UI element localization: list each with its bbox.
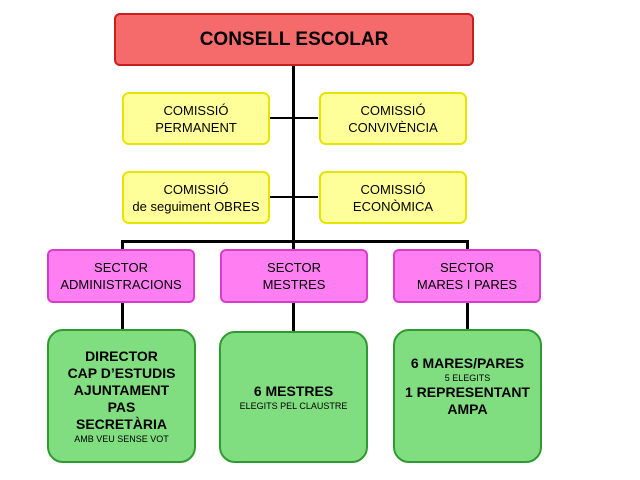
members-note: AMB VEU SENSE VOT xyxy=(74,433,169,444)
members-administracions: DIRECTOR CAP D’ESTUDIS AJUNTAMENT PAS SE… xyxy=(47,329,196,463)
members-mares-pares: 6 MARES/PARES 5 ELEGITS 1 REPRESENTANT A… xyxy=(393,329,542,463)
commission-obres: COMISSIÓ de seguiment OBRES xyxy=(122,171,270,224)
member-director: DIRECTOR xyxy=(85,347,158,364)
commission-name: CONVIVÈNCIA xyxy=(348,119,438,135)
members-note: ELEGITS PEL CLAUSTRE xyxy=(239,400,348,411)
sector-label: SECTOR xyxy=(94,260,148,275)
commission-name: de seguiment OBRES xyxy=(132,198,260,214)
members-representant: 1 REPRESENTANT xyxy=(405,384,530,400)
members-ampa: AMPA xyxy=(447,401,488,417)
sector-name: ADMINISTRACIONS xyxy=(60,277,182,292)
sector-label: SECTOR xyxy=(440,260,494,275)
members-sub: 5 ELEGITS xyxy=(444,373,491,383)
commission-permanent: COMISSIÓ PERMANENT xyxy=(122,92,270,145)
consell-escolar-label: CONSELL ESCOLAR xyxy=(199,28,389,50)
sector-label: SECTOR xyxy=(267,260,321,275)
commission-label: COMISSIÓ xyxy=(163,181,229,197)
commission-label: COMISSIÓ xyxy=(163,102,229,118)
sector-name: MARES I PARES xyxy=(416,277,518,292)
members-title: 6 MARES/PARES xyxy=(410,355,525,371)
connector-sectors-horizontal xyxy=(121,240,469,243)
connector-commissions-row1 xyxy=(270,117,318,119)
commission-name: ECONÒMICA xyxy=(352,198,434,214)
connector-members-middle xyxy=(292,303,295,332)
commission-economica: COMISSIÓ ECONÒMICA xyxy=(319,171,467,224)
members-mestres: 6 MESTRES ELEGITS PEL CLAUSTRE xyxy=(219,331,368,463)
connector-members-right xyxy=(466,303,469,330)
member-ajuntament: AJUNTAMENT xyxy=(73,381,170,398)
sector-mares-pares: SECTOR MARES I PARES xyxy=(393,249,541,303)
commission-name: PERMANENT xyxy=(155,119,237,135)
members-title: 6 MESTRES xyxy=(253,382,334,399)
member-secretaria: SECRETÀRIA xyxy=(75,415,167,432)
connector-sector-left xyxy=(121,240,124,250)
sector-name: MESTRES xyxy=(262,277,326,292)
sector-mestres: SECTOR MESTRES xyxy=(220,249,368,303)
connector-sector-middle xyxy=(292,240,295,250)
commission-label: COMISSIÓ xyxy=(360,181,426,197)
connector-sector-right xyxy=(466,240,469,250)
member-pas: PAS xyxy=(107,398,136,415)
connector-trunk xyxy=(292,66,295,242)
member-cap-estudis: CAP D’ESTUDIS xyxy=(67,364,176,381)
consell-escolar-box: CONSELL ESCOLAR xyxy=(114,13,474,66)
commission-convivencia: COMISSIÓ CONVIVÈNCIA xyxy=(319,92,467,145)
connector-members-left xyxy=(121,303,124,330)
connector-commissions-row2 xyxy=(270,196,318,198)
commission-label: COMISSIÓ xyxy=(360,102,426,118)
sector-administracions: SECTOR ADMINISTRACIONS xyxy=(47,249,195,303)
